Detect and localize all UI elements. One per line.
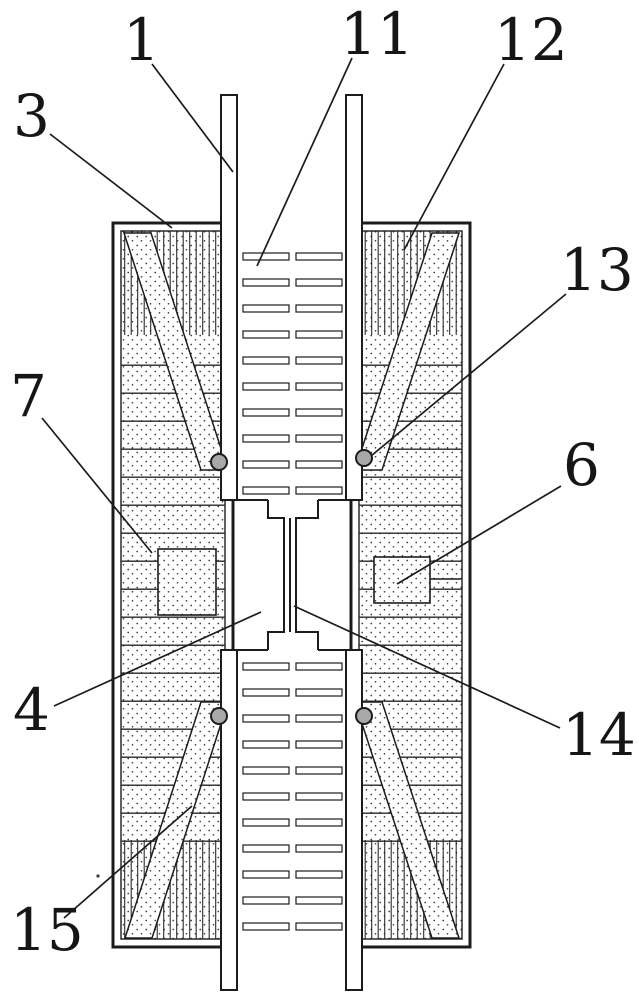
label-12: 12 — [494, 6, 568, 74]
neck-right-wall — [295, 500, 319, 650]
comb-finger-row — [242, 740, 343, 749]
comb-finger-row — [242, 922, 343, 931]
central-neck — [222, 499, 362, 651]
comb-finger-row — [242, 714, 343, 723]
pivot-pins — [210, 449, 373, 725]
right-guide-rail-top — [345, 94, 363, 501]
left-guide-rail-top — [220, 94, 238, 501]
comb-finger-row — [242, 818, 343, 827]
leader-1 — [151, 63, 234, 173]
pivot-pin-top-left — [210, 453, 228, 471]
comb-finger-row — [242, 688, 343, 697]
pivot-pin-bottom-right — [355, 707, 373, 725]
leader-3 — [49, 133, 173, 229]
label-3: 3 — [13, 82, 50, 150]
comb-finger-row — [242, 278, 343, 287]
left-guide-rail-bottom — [220, 649, 238, 991]
comb-finger-row — [242, 460, 343, 469]
leader-14 — [293, 605, 561, 729]
comb-finger-row — [242, 382, 343, 391]
right-block — [349, 221, 472, 949]
comb-finger-row — [242, 870, 343, 879]
leader-7 — [41, 417, 153, 554]
comb-finger-row — [242, 330, 343, 339]
left-inner-box — [157, 548, 217, 616]
scan-artifact-dot — [96, 874, 100, 878]
comb-fingers-top — [242, 252, 343, 495]
leader-13 — [370, 293, 567, 457]
label-14: 14 — [562, 701, 636, 769]
leader-4 — [53, 611, 262, 707]
label-7: 7 — [10, 362, 47, 430]
comb-finger-row — [242, 792, 343, 801]
pivot-pin-top-right — [355, 449, 373, 467]
leader-6 — [396, 485, 562, 585]
right-guide-rail-bottom — [345, 649, 363, 991]
reference-numerals: 1 11 12 3 13 7 6 4 14 15 — [10, 0, 636, 964]
label-6: 6 — [563, 431, 600, 499]
comb-fingers-bottom — [242, 662, 343, 931]
comb-finger-row — [242, 434, 343, 443]
leader-lines — [41, 57, 567, 919]
pivot-pin-bottom-left — [210, 707, 228, 725]
comb-finger-row — [242, 896, 343, 905]
comb-finger-row — [242, 766, 343, 775]
leader-12 — [403, 63, 505, 251]
label-1: 1 — [123, 6, 160, 74]
center-column — [210, 94, 373, 991]
leader-15 — [63, 805, 193, 919]
comb-finger-row — [242, 844, 343, 853]
label-15: 15 — [10, 896, 84, 964]
label-11: 11 — [340, 0, 414, 68]
comb-finger-row — [242, 356, 343, 365]
right-bottom-diagonal-brace — [353, 701, 461, 939]
comb-finger-row — [242, 486, 343, 495]
neck-left-wall — [267, 500, 285, 650]
comb-finger-row — [242, 662, 343, 671]
label-4: 4 — [13, 676, 50, 744]
label-13: 13 — [560, 236, 634, 304]
comb-finger-row — [242, 304, 343, 313]
leader-11 — [256, 57, 353, 267]
left-block — [111, 221, 235, 949]
right-inner-box — [373, 556, 431, 604]
comb-finger-row — [242, 408, 343, 417]
comb-finger-row — [242, 252, 343, 261]
